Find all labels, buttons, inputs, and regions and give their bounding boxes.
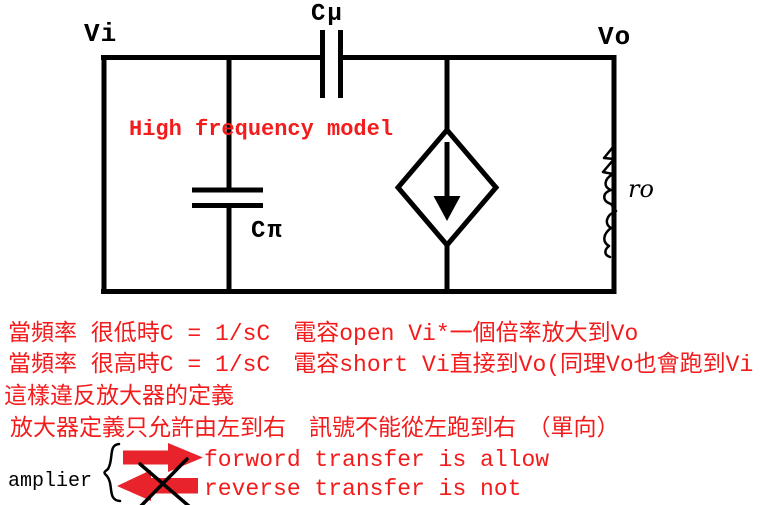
reverse-arrow-icon bbox=[117, 470, 198, 501]
x-cross-icon bbox=[138, 457, 191, 505]
note-line-2: 當頻率 很高時C = 1/sC 電容short Vi直接到Vo(同理Vo也會跑到… bbox=[8, 352, 754, 378]
cpi-capacitor bbox=[192, 57, 263, 292]
cmu-label: Cμ bbox=[311, 1, 344, 28]
ro-resistor-squiggle bbox=[601, 145, 618, 259]
reverse-transfer-label: reverse transfer is not bbox=[204, 476, 522, 502]
ro-label: ro bbox=[628, 175, 654, 203]
model-title: High frequency model bbox=[129, 117, 394, 142]
amplifier-label: amplier bbox=[8, 470, 93, 493]
current-arrowhead-icon bbox=[433, 196, 461, 221]
node-vo-label: Vo bbox=[598, 22, 632, 52]
cpi-label: Cπ bbox=[251, 218, 284, 245]
circuit-wires bbox=[101, 55, 617, 294]
cmu-capacitor bbox=[320, 30, 343, 98]
forward-transfer-label: forword transfer is allow bbox=[204, 447, 550, 473]
forward-arrow-icon bbox=[123, 443, 203, 472]
note-line-3: 這樣違反放大器的定義 bbox=[4, 384, 234, 410]
brace-icon bbox=[103, 442, 122, 503]
note-line-1: 當頻率 很低時C = 1/sC 電容open Vi*一個倍率放大到Vo bbox=[8, 321, 639, 347]
note-line-4: 放大器定義只允許由左到右 訊號不能從左跑到右 （單向） bbox=[10, 416, 620, 442]
node-vi-label: Vi bbox=[84, 19, 118, 49]
